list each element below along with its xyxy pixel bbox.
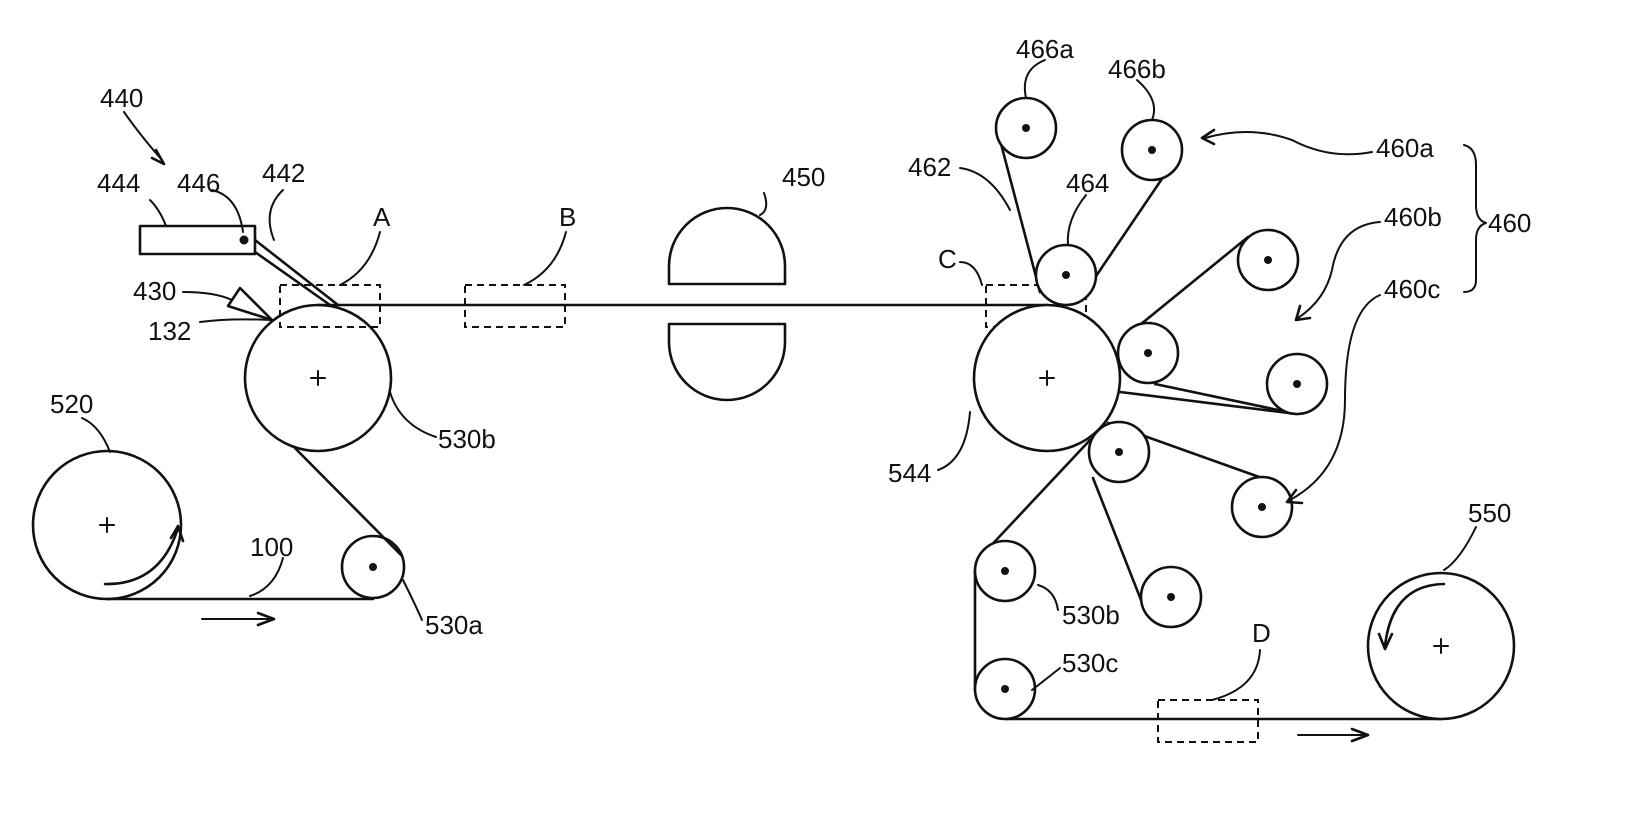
direction-arrow-right (1298, 729, 1368, 741)
label-464: 464 (1066, 168, 1109, 198)
label-442: 442 (262, 158, 305, 188)
label-466b: 466b (1108, 54, 1166, 84)
label-520: 520 (50, 389, 93, 419)
label-446: 446 (177, 168, 220, 198)
label-530c: 530c (1062, 648, 1118, 678)
label-460: 460 (1488, 208, 1531, 238)
label-460c: 460c (1384, 274, 1440, 304)
label-544: 544 (888, 458, 931, 488)
label-132: 132 (148, 316, 191, 346)
belt-group-460b (1118, 230, 1327, 414)
label-444: 444 (97, 168, 140, 198)
label-C: C (938, 244, 957, 274)
supply-roll-520 (33, 451, 183, 599)
label-460b: 460b (1384, 202, 1442, 232)
belt-group-460c (1089, 422, 1292, 627)
label-550: 550 (1468, 498, 1511, 528)
label-530b-left: 530b (438, 424, 496, 454)
region-D (1158, 700, 1258, 742)
label-462: 462 (908, 152, 951, 182)
label-440: 440 (100, 83, 143, 113)
label-460a: 460a (1376, 133, 1434, 163)
label-A: A (373, 202, 391, 232)
label-B: B (559, 202, 576, 232)
label-450: 450 (782, 162, 825, 192)
roller-530a (342, 536, 404, 598)
film-path-530a-to-530b (284, 437, 401, 555)
label-466a: 466a (1016, 34, 1074, 64)
takeup-roll-550 (1368, 573, 1514, 719)
belt-group-460a (996, 98, 1182, 305)
label-430: 430 (133, 276, 176, 306)
label-D: D (1252, 618, 1271, 648)
film-path-lower-right (975, 440, 1441, 719)
direction-arrow-left (202, 613, 274, 625)
label-530b-right: 530b (1062, 600, 1120, 630)
label-100: 100 (250, 532, 293, 562)
label-530a: 530a (425, 610, 483, 640)
nozzle-430 (228, 288, 272, 320)
